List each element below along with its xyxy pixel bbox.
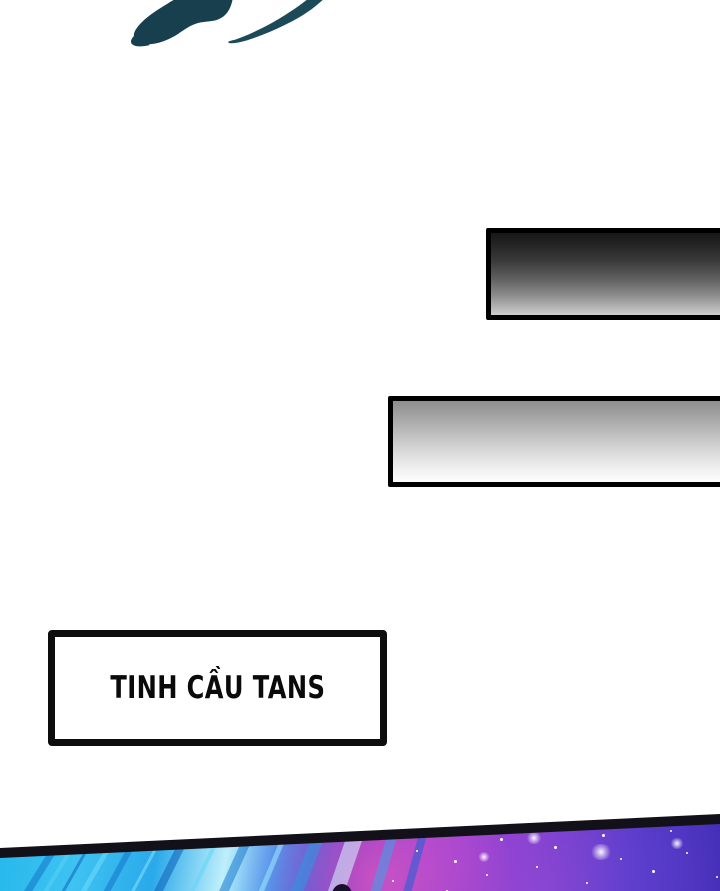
- teal-brush-stroke-left: [133, 0, 233, 45]
- teal-brush-stroke-left-tip: [130, 36, 150, 47]
- caption-box: TINH CẦU TANS: [48, 630, 387, 746]
- star-field: [0, 817, 720, 891]
- teal-brush-stroke-right: [228, 0, 323, 44]
- gradient-bar-lower: [388, 396, 720, 487]
- teal-brush-strokes: [130, 0, 323, 47]
- caption-text: TINH CẦU TANS: [110, 669, 325, 706]
- gradient-bar-upper: [486, 228, 720, 320]
- silhouette-blob: [332, 884, 352, 891]
